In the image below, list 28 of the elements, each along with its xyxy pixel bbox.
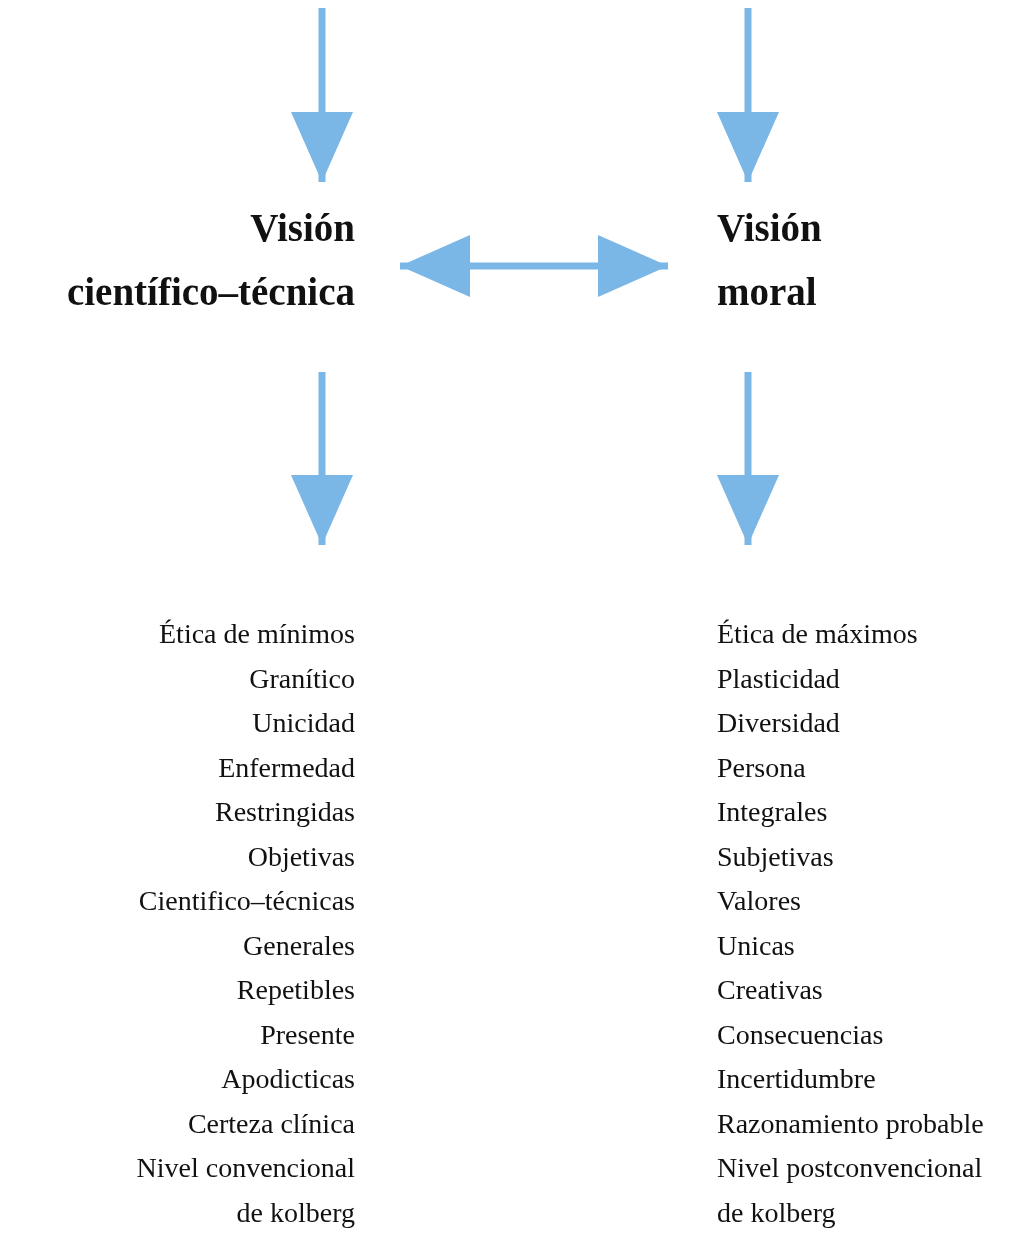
list-item: Subjetivas (717, 839, 835, 874)
list-item: Unicidad (251, 706, 355, 740)
list-item: Presente (259, 1017, 355, 1052)
list-item: Razonamiento probable (717, 1106, 985, 1141)
list-item: Enfermedad (217, 750, 355, 785)
list-item: Generales (242, 928, 355, 963)
list-item: Certeza clínica (186, 1106, 355, 1141)
list-item: Repetibles (235, 973, 355, 1007)
list-item: Ética de mínimos (158, 617, 355, 651)
list-item: Apodicticas (220, 1062, 355, 1096)
list-item: Granítico (248, 661, 355, 696)
list-item: Creativas (717, 973, 824, 1007)
list-item: Consecuencias (717, 1017, 885, 1052)
list-item: Integrales (717, 795, 829, 829)
list-item: Unicas (717, 928, 796, 963)
list-item: Cientifico–técnicas (137, 884, 355, 918)
heading: Visión científico–técnica (65, 205, 355, 315)
heading: Visión moral (717, 205, 823, 315)
list-item: Diversidad (717, 706, 841, 740)
list-item: Restringidas (214, 795, 355, 829)
list-item: Nivel convencional de kolberg (135, 1151, 355, 1230)
list-item: Nivel postconvencional de kolberg (717, 1151, 984, 1230)
list-item: Objetivas (246, 839, 355, 874)
list-item: Valores (717, 884, 802, 918)
list-item: Persona (717, 750, 807, 785)
list-item: Ética de máximos (717, 617, 919, 651)
list-item: Plasticidad (717, 661, 841, 696)
list-item: Incertidumbre (717, 1062, 877, 1096)
